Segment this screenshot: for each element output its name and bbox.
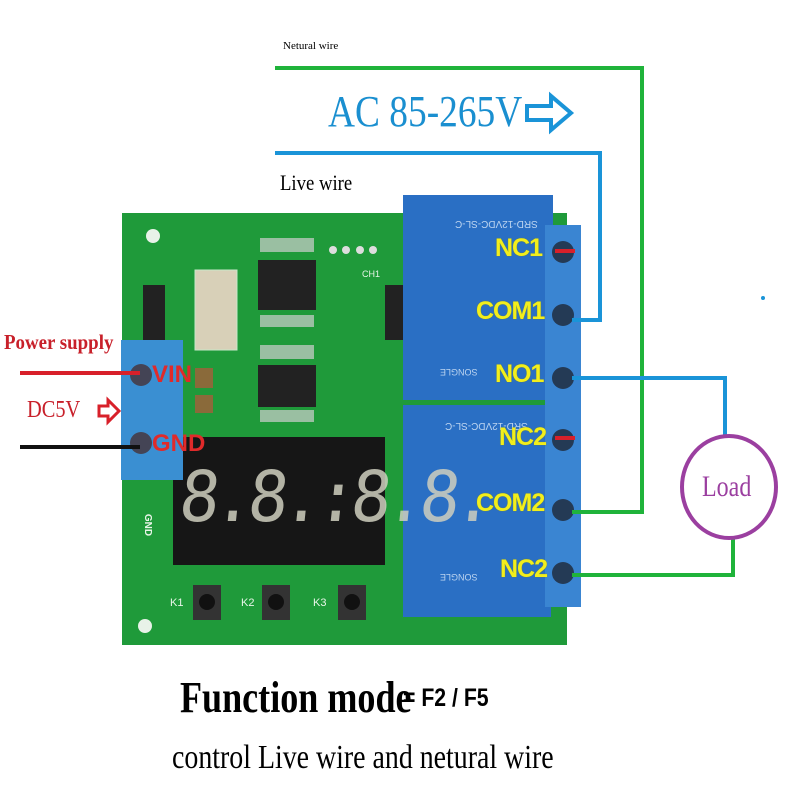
component-pad [194,269,238,351]
load-circle [680,434,778,540]
capacitor [195,368,213,388]
ic-pins [260,345,314,359]
neutral-wire-label: Netural wire [283,40,339,52]
terminal-nc2: NC2 [499,423,547,451]
terminal-screw [130,432,152,454]
ac-voltage-label: AC 85-265V [328,87,523,136]
terminal-com2: COM2 [476,489,545,517]
load-label: Load [702,470,752,503]
neutral-wire [275,66,644,514]
mount-hole [146,229,160,243]
no1-to-load-wire [572,376,727,436]
dot [761,296,765,300]
gnd-label: GND [152,430,206,457]
terminal-screw [130,364,152,386]
terminal-com1: COM1 [476,297,545,325]
live-wire-label: Live wire [280,170,353,195]
output-terminal-block [545,225,581,607]
vin-label: VIN [152,361,193,388]
header-pins [329,246,377,254]
input-terminal-block [121,340,183,480]
silkscreen-gnd: GND [142,513,154,537]
terminal-nc1: NC1 [495,234,543,262]
relay-1 [403,195,553,400]
ac-arrow-icon [525,91,575,135]
ic-pins [260,238,314,252]
capacitor [195,395,213,413]
relay-2-brand: SONGLE [440,572,478,582]
mount-hole [138,619,152,633]
relay-1-model: SRD-12VDC-SL-C [455,218,538,229]
caption-description: control Live wire and netural wire [172,739,554,776]
ic-chip [258,260,316,310]
push-buttons [193,585,366,620]
ic-chip [258,365,316,407]
button-k2-label: K2 [241,597,255,609]
relay-1-brand: SONGLE [440,367,478,377]
dc-arrow-icon [97,396,122,426]
display-digits: 8.8.:8.8. [175,456,494,538]
function-mode-label: Function mode [180,673,412,722]
button-k3-label: K3 [313,597,327,609]
silkscreen-ch1: CH1 [362,269,381,279]
live-wire [275,151,602,322]
power-supply-label: Power supply [4,330,114,354]
component-transistor [143,285,165,340]
dc-voltage-label: DC5V [27,397,81,423]
ic-pins [260,410,314,422]
terminal-screws [552,241,574,584]
terminal-no1: NO1 [495,360,544,388]
relay-2 [403,405,551,617]
component-regulator [385,285,405,340]
ic-pins [260,315,314,327]
button-k1-label: K1 [170,597,184,609]
terminal-nc2-lower: NC2 [500,555,548,583]
seven-segment-display [173,437,385,565]
function-mode-value: = F2 / F5 [403,684,489,712]
nc2-to-load-wire [572,536,735,577]
